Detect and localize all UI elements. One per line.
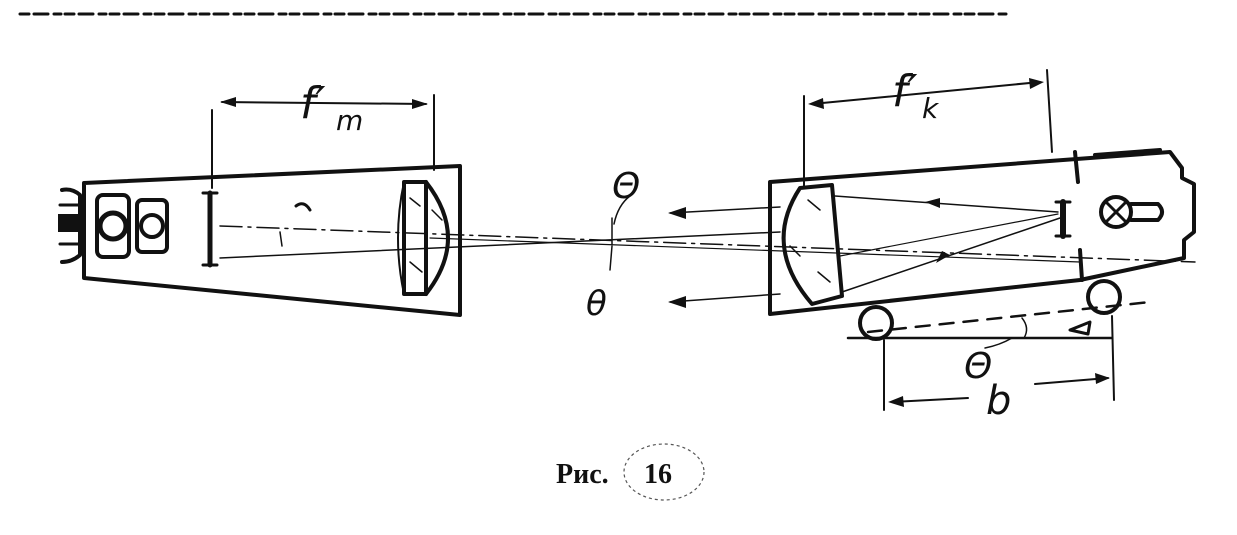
collimator (768, 69, 1196, 411)
caption-number-circle (623, 443, 705, 501)
label-f-m: f′ (300, 78, 325, 129)
label-base-b: b (986, 378, 1011, 424)
telescope-focal-dimension (211, 94, 435, 189)
collimator-support (846, 279, 1152, 411)
eyepiece-lens-2 (135, 198, 169, 254)
label-theta-lower: θ (586, 284, 607, 324)
telescope-reticle (201, 190, 219, 268)
lamp-icon (1099, 195, 1164, 229)
eyepiece-lens-2-inner (139, 213, 165, 239)
telescope-objective-lens (397, 180, 450, 296)
diagram-labels: f′ m f′ k Θ θ Θ b (300, 66, 1011, 424)
eyepiece-knob (58, 187, 82, 264)
telescope-tube (82, 164, 462, 317)
collimator-tube (768, 150, 1196, 316)
telescope-angle-mark (279, 231, 283, 247)
label-f-k-sub: k (922, 92, 940, 125)
label-theta-base: Θ (964, 346, 992, 387)
collimator-lens (781, 183, 844, 306)
collimator-focal-dimension (803, 69, 1053, 187)
eyepiece-lens-1-inner (97, 210, 129, 242)
telescope-speck (294, 202, 312, 212)
eyepiece-lens-1 (95, 193, 131, 259)
label-theta-upper: Θ (612, 166, 640, 207)
optical-rays (219, 195, 1196, 308)
telescope (58, 94, 462, 317)
caption-prefix: Рис. (556, 459, 609, 490)
collimator-reticle (1054, 199, 1072, 239)
figure-caption: Рис. 16 (556, 443, 705, 501)
label-f-k: f′ (892, 66, 917, 117)
caption-number: 16 (644, 459, 672, 490)
label-f-m-sub: m (336, 104, 363, 137)
